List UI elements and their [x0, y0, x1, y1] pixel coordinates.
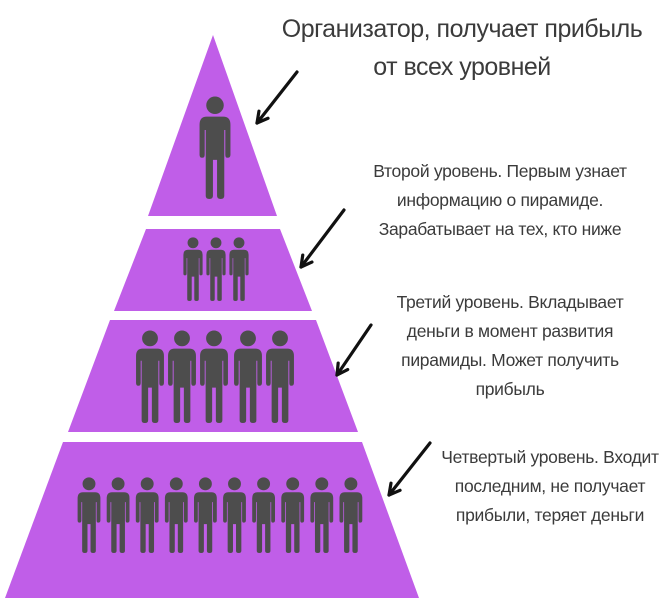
caption-line: деньги в момент развития: [406, 321, 614, 341]
arrow-icon: [335, 323, 373, 377]
person-icon: [183, 237, 203, 301]
person-icon: [339, 477, 363, 553]
people-figures: [77, 96, 363, 553]
caption-second-level: Второй уровень. Первым узнает информацию…: [350, 157, 650, 244]
caption-line: Третий уровень. Вкладывает: [396, 292, 624, 312]
person-icon: [266, 330, 294, 423]
caption-line: от всех уровней: [373, 53, 551, 81]
caption-line: Организатор, получает прибыль: [281, 15, 643, 43]
caption-fourth-level: Четвертый уровень. Входит последним, не …: [430, 443, 670, 530]
arrow-icon: [387, 441, 432, 497]
person-icon: [136, 330, 164, 423]
caption-third-level: Третий уровень. Вкладывает деньги в моме…: [360, 288, 660, 404]
caption-line: Зарабатывает на тех, кто ниже: [378, 219, 622, 239]
person-icon: [223, 477, 246, 553]
person-icon: [206, 237, 226, 301]
caption-line: прибыли, теряет деньги: [455, 505, 645, 525]
arrow-icon: [255, 70, 299, 125]
caption-line: последним, не получает: [454, 476, 646, 496]
caption-line: прибыль: [475, 379, 545, 399]
person-icon: [252, 477, 275, 553]
person-icon: [106, 477, 130, 553]
caption-line: Четвертый уровень. Входит: [441, 447, 659, 467]
caption-line: Второй уровень. Первым узнает: [373, 161, 627, 181]
person-icon: [281, 477, 305, 553]
person-icon: [164, 477, 188, 553]
caption-top-level: Организатор, получает прибыль от всех ур…: [262, 10, 662, 86]
person-icon: [194, 477, 217, 553]
arrow-icon: [299, 208, 346, 269]
person-icon: [310, 477, 334, 553]
person-icon: [199, 96, 231, 199]
level-arrows: [255, 70, 432, 497]
person-icon: [234, 330, 262, 423]
person-icon: [77, 477, 101, 553]
caption-line: информацию о пирамиде.: [396, 190, 604, 210]
person-icon: [168, 330, 196, 423]
caption-line: пирамиды. Может получить: [401, 350, 619, 370]
person-icon: [135, 477, 159, 553]
person-icon: [229, 237, 249, 301]
person-icon: [200, 330, 228, 423]
